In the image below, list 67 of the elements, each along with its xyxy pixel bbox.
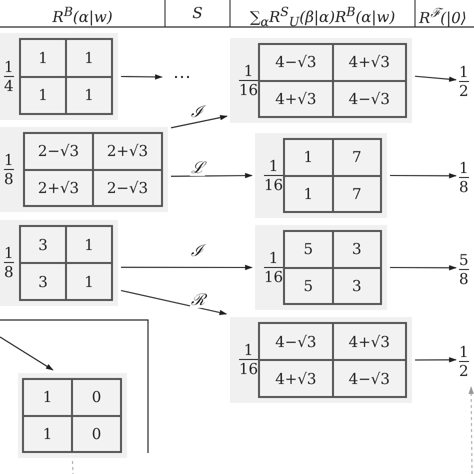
matrix-card (255, 133, 387, 218)
matrix-card (0, 127, 168, 212)
table-cell: 0 (72, 416, 121, 452)
table-cell: 0 (72, 379, 121, 416)
matrix-card (255, 225, 387, 310)
matrix-card (230, 317, 412, 403)
table-cell: 2+√3 (93, 133, 162, 170)
edge-label: ℛ (190, 292, 206, 308)
fraction: 1 8 (4, 152, 14, 188)
table-cell: 2+√3 (24, 170, 93, 206)
table-cell: 1 (66, 226, 112, 263)
column-header: S (191, 4, 204, 22)
table-cell: 4+√3 (332, 323, 406, 360)
arrow (390, 173, 457, 178)
table-cell: 1 (20, 39, 66, 76)
table-cell: 1 (23, 379, 72, 416)
fraction: 1 2 (459, 340, 474, 384)
table-cell: 1 (66, 39, 112, 76)
column-header: R$^{ℱ}$(|0⟩ (419, 4, 468, 27)
arrow (121, 264, 253, 270)
arrow (415, 357, 457, 363)
table-cell: 1 (66, 76, 112, 114)
table-cell: 7 (332, 139, 381, 176)
table-cell: 4+√3 (332, 44, 406, 80)
table-cell: 1 (23, 416, 72, 452)
table-cell: 3 (20, 263, 66, 300)
table-cell: 4+√3 (259, 360, 333, 397)
arrow (468, 386, 474, 474)
edge-label: ℐ (190, 243, 204, 259)
table-cell: 4−√3 (259, 323, 333, 360)
fraction: 1 8 (459, 156, 474, 200)
fraction: 1 4 (4, 58, 14, 94)
table-cell: 2−√3 (93, 170, 162, 206)
table-cell: 7 (332, 176, 381, 212)
table-cell: 4−√3 (332, 80, 406, 117)
ellipsis: ⋯ (165, 66, 199, 88)
table-cell: 3 (332, 231, 381, 268)
column-header: ∑$_{α}$R$^{S}$$_{U}$(β|α)R$^{B}$(α|w) (248, 4, 396, 29)
table-cell: 1 (284, 139, 333, 176)
matrix-card (230, 38, 412, 123)
arrow (121, 74, 163, 80)
arrow (414, 76, 457, 82)
fraction: 5 8 (459, 248, 474, 292)
edge-label: ℐ (190, 104, 204, 120)
table-cell: 4−√3 (332, 360, 406, 397)
arrow (170, 114, 228, 128)
table-cell: 4+√3 (259, 80, 333, 117)
arrow (0, 336, 54, 370)
column-header: R$^{B}$(α|w) (51, 4, 114, 26)
table-cell: 1 (66, 263, 112, 300)
table-cell: 1 (20, 76, 66, 114)
matrix-card (0, 220, 118, 306)
fraction: 1 8 (4, 245, 14, 281)
connector-line (72, 460, 74, 474)
table-cell: 3 (332, 268, 381, 304)
edge-label: ℒ (190, 160, 205, 176)
table-cell: 2−√3 (24, 133, 93, 170)
matrix-card (0, 33, 118, 120)
arrow (171, 172, 253, 178)
arrow (390, 265, 457, 270)
table-cell: 5 (284, 268, 333, 304)
table-cell: 1 (284, 176, 333, 212)
table-cell: 5 (284, 231, 333, 268)
table-cell: 3 (20, 226, 66, 263)
table-cell: 4−√3 (259, 44, 333, 80)
arrow (120, 290, 228, 316)
fraction: 1 2 (459, 60, 474, 104)
